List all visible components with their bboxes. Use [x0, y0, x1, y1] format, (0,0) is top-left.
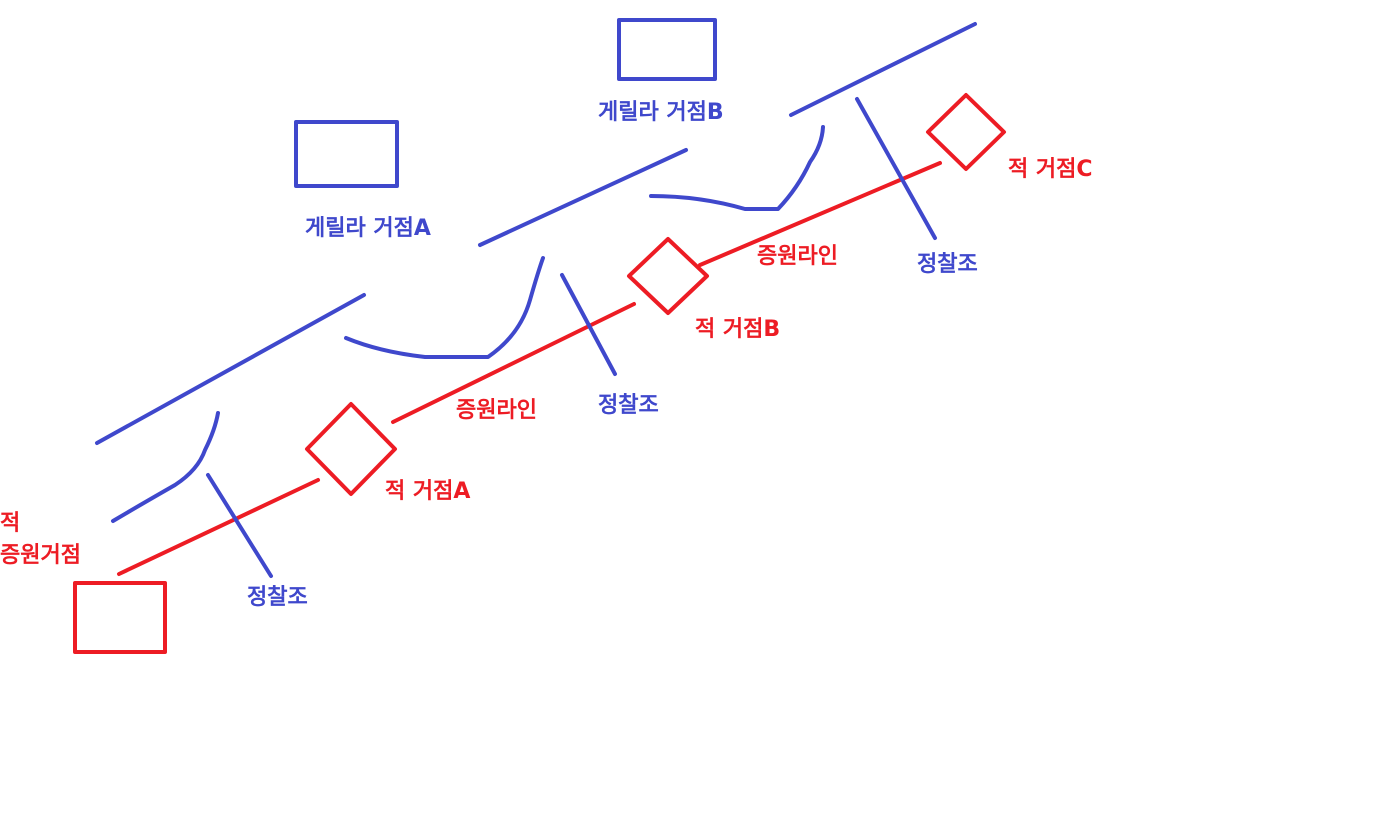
recon-team-label-1: 정찰조	[247, 585, 308, 610]
friendly-line-3	[789, 22, 977, 117]
friendly-route-curve-3	[649, 125, 825, 211]
enemy-reinforcement-base-box	[73, 581, 167, 654]
enemy-reinforcement-base-label-line1: 적	[0, 511, 20, 536]
recon-line-2	[560, 273, 617, 376]
friendly-route-curve-1	[111, 411, 220, 523]
reinforcement-line-segment-3	[698, 161, 942, 267]
recon-team-label-3: 정찰조	[917, 252, 978, 277]
guerrilla-base-b-box	[617, 18, 717, 81]
enemy-base-b-diamond	[627, 237, 709, 315]
reinforcement-line-segment-1	[117, 478, 320, 576]
enemy-base-c-diamond	[926, 93, 1006, 171]
reinforcement-line-segment-2	[391, 302, 636, 424]
recon-line-1	[206, 473, 273, 578]
recon-team-label-2: 정찰조	[598, 393, 659, 418]
guerrilla-base-b-label: 게릴라 거점B	[598, 100, 724, 125]
friendly-line-1	[95, 293, 366, 445]
friendly-line-2	[478, 148, 688, 247]
enemy-base-a-diamond	[305, 402, 397, 496]
recon-line-3	[855, 97, 937, 240]
enemy-base-a-label: 적 거점A	[385, 479, 470, 504]
enemy-base-b-label: 적 거점B	[695, 317, 780, 342]
enemy-reinforcement-base-label-line2: 증원거점	[0, 543, 81, 568]
reinforcement-line-label-2: 증원라인	[456, 398, 537, 423]
guerrilla-base-a-box	[294, 120, 399, 188]
enemy-base-c-label: 적 거점C	[1008, 157, 1093, 182]
reinforcement-line-label-1: 증원라인	[757, 244, 838, 269]
friendly-route-curve-2	[344, 256, 545, 359]
guerrilla-base-a-label: 게릴라 거점A	[305, 216, 431, 241]
